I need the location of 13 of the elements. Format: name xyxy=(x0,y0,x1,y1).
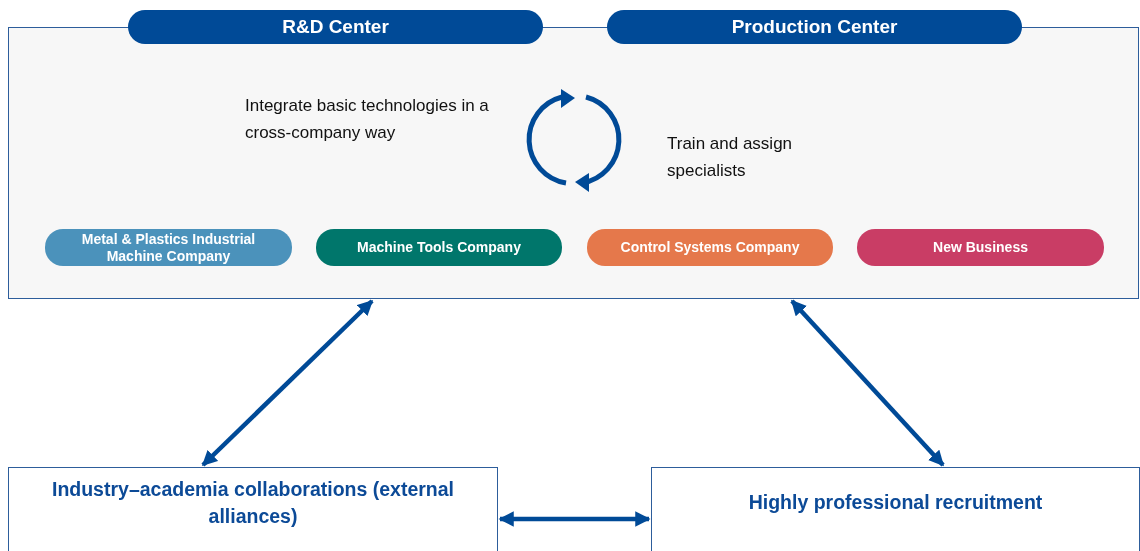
header-pill: Production Center xyxy=(607,10,1022,44)
company-pill: Control Systems Company xyxy=(587,229,833,266)
note-text: Integrate basic technologies in a cross-company way xyxy=(245,95,490,144)
outcome-box: Industry–academia collaborations (external alliances) xyxy=(8,467,498,551)
company-pill: Metal & Plastics Industrial Machine Company xyxy=(45,229,292,266)
double-arrow xyxy=(790,299,945,467)
note-text: Train and assign specialists xyxy=(667,133,794,182)
header-pill: R&D Center xyxy=(128,10,543,44)
double-arrow xyxy=(498,511,651,527)
company-pill: New Business xyxy=(857,229,1104,266)
company-pill: Machine Tools Company xyxy=(316,229,562,266)
outcome-box: Highly professional recruitment xyxy=(651,467,1140,551)
double-arrow xyxy=(201,299,374,467)
